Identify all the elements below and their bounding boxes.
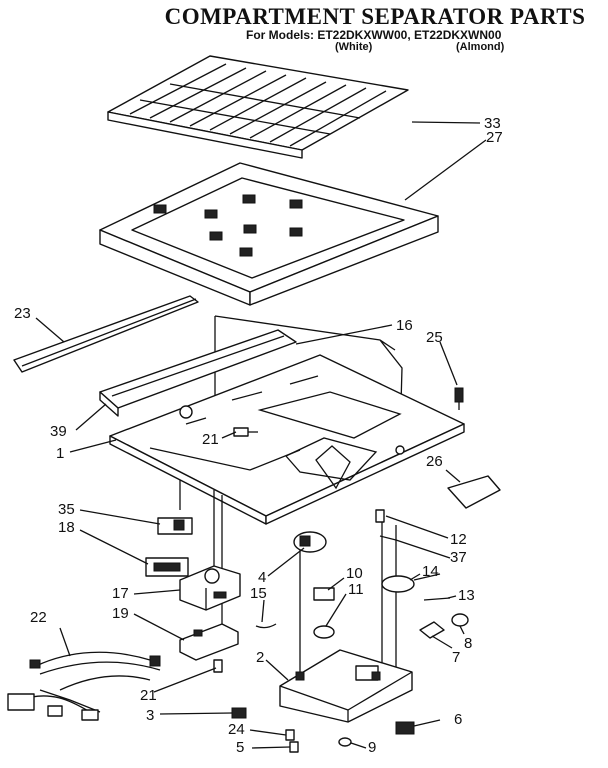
callout-17: 17 (112, 585, 129, 602)
part-5-fastener (289, 741, 299, 753)
callout-1: 1 (56, 445, 64, 462)
part-4-thermostat (293, 531, 327, 553)
callout-22: 22 (30, 609, 47, 626)
part-2-base-housing (279, 649, 413, 723)
callout-27: 27 (486, 129, 503, 146)
part-25-clip (454, 387, 464, 410)
part-11-damper (313, 625, 335, 639)
part-3-plug (231, 707, 247, 719)
part-14-rotary-plate (381, 573, 441, 593)
callout-18: 18 (58, 519, 75, 536)
callout-8: 8 (464, 635, 472, 652)
callout-37: 37 (450, 549, 467, 566)
variant-white-label: (White) (335, 41, 373, 53)
callout-10: 10 (346, 565, 363, 582)
part-26-insulation-pad (447, 475, 501, 509)
page-title: COMPARTMENT SEPARATOR PARTS (164, 4, 586, 29)
callout-14: 14 (422, 563, 439, 580)
models-line: For Models: ET22DKXWW00, ET22DKXWN00 (246, 28, 502, 42)
part-23-trim-strip (13, 295, 199, 373)
part-6-connector-block (395, 721, 415, 735)
part-8-lamp-socket (451, 613, 469, 627)
part-7-mounting-clip (419, 621, 445, 639)
part-37-gasket (379, 535, 397, 541)
part-1-separator-pan (109, 354, 465, 525)
callout-21-upper: 21 (202, 431, 219, 448)
callout-24: 24 (228, 721, 245, 738)
callout-25: 25 (426, 329, 443, 346)
callout-33: 33 (484, 115, 501, 132)
part-19-bracket (179, 623, 239, 661)
part-10-switch (313, 587, 335, 601)
part-21-screw-lower (213, 659, 223, 673)
part-9-grommet (338, 737, 352, 747)
callout-numbers: 33 27 23 16 25 39 21 1 26 35 18 12 37 4 … (14, 115, 503, 756)
callout-26: 26 (426, 453, 443, 470)
callout-11: 11 (348, 581, 364, 598)
part-13-heater-rod (423, 597, 451, 601)
part-15-tube (255, 623, 277, 629)
callout-2: 2 (256, 649, 264, 666)
callout-19: 19 (112, 605, 129, 622)
callout-16: 16 (396, 317, 413, 334)
part-35-connector (157, 517, 193, 535)
part-18-bezel (145, 557, 189, 577)
part-12-screw (375, 509, 385, 523)
callout-21-lower: 21 (140, 687, 157, 704)
leader-lines (35, 121, 487, 749)
part-21-screw-upper (233, 427, 258, 437)
part-39-channel (99, 329, 297, 417)
variant-almond-label: (Almond) (456, 41, 505, 53)
callout-12: 12 (450, 531, 467, 548)
callout-5: 5 (236, 739, 244, 756)
part-24-screw (285, 729, 295, 741)
callout-7: 7 (452, 649, 460, 666)
part-33-shelf-grille (107, 55, 409, 159)
callout-4: 4 (258, 569, 266, 586)
callout-23: 23 (14, 305, 31, 322)
callout-3: 3 (146, 707, 154, 724)
part-17-control-housing (179, 565, 241, 611)
callout-39: 39 (50, 423, 67, 440)
part-27-frame (99, 162, 439, 306)
callout-35: 35 (58, 501, 75, 518)
callout-15: 15 (250, 585, 267, 602)
callout-6: 6 (454, 711, 462, 728)
callout-13: 13 (458, 587, 475, 604)
part-22-wire-harness (7, 651, 161, 721)
callout-9: 9 (368, 739, 376, 756)
